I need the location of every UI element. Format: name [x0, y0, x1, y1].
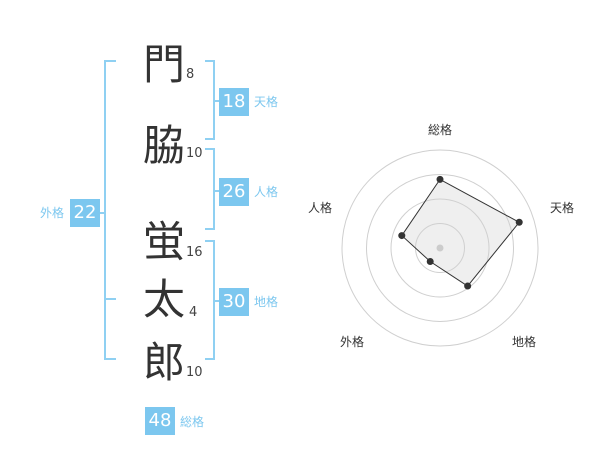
radar-point-5 [398, 232, 406, 240]
stroke-count-4: 4 [189, 305, 198, 320]
stroke-count-2: 10 [186, 146, 203, 161]
name-char-2: 脇 [143, 121, 186, 170]
soukaku-label: 総格 [180, 415, 205, 429]
radar-series-polygon [401, 178, 520, 287]
stroke-count-1: 8 [186, 67, 195, 82]
gaikaku-label: 外格 [40, 206, 65, 220]
radar-axis-label-5: 人格 [308, 201, 333, 215]
radar-ring-4 [341, 149, 539, 347]
radar-center-dot [436, 244, 444, 252]
stroke-count-5: 10 [186, 365, 203, 380]
tenkaku-label: 天格 [254, 95, 279, 109]
radar-axis-label-4: 外格 [340, 335, 365, 349]
name-char-3: 蛍 [143, 217, 186, 266]
soukaku-value: 48 [145, 407, 175, 435]
radar-axis-label-2: 天格 [550, 201, 575, 215]
gaikaku-value: 22 [70, 199, 100, 227]
radar-point-3 [464, 282, 472, 290]
radar-ring-1 [415, 223, 465, 273]
radar-axis-label-3: 地格 [512, 335, 537, 349]
tenkaku-value: 18 [219, 88, 249, 116]
radar-point-2 [515, 218, 523, 226]
jinkaku-value: 26 [219, 178, 249, 206]
radar-point-1 [436, 175, 444, 183]
name-char-4: 太 [143, 275, 186, 324]
name-char-1: 門 [143, 40, 186, 89]
radar-axis-label-1: 総格 [428, 123, 453, 137]
jinkaku-label: 人格 [254, 185, 279, 199]
chikaku-value: 30 [219, 288, 249, 316]
radar-ring-3 [366, 174, 514, 322]
radar-ring-2 [390, 198, 490, 298]
radar-point-4 [426, 257, 434, 265]
stroke-count-3: 16 [186, 245, 203, 260]
chikaku-label: 地格 [254, 295, 279, 309]
name-char-5: 郎 [143, 338, 186, 387]
